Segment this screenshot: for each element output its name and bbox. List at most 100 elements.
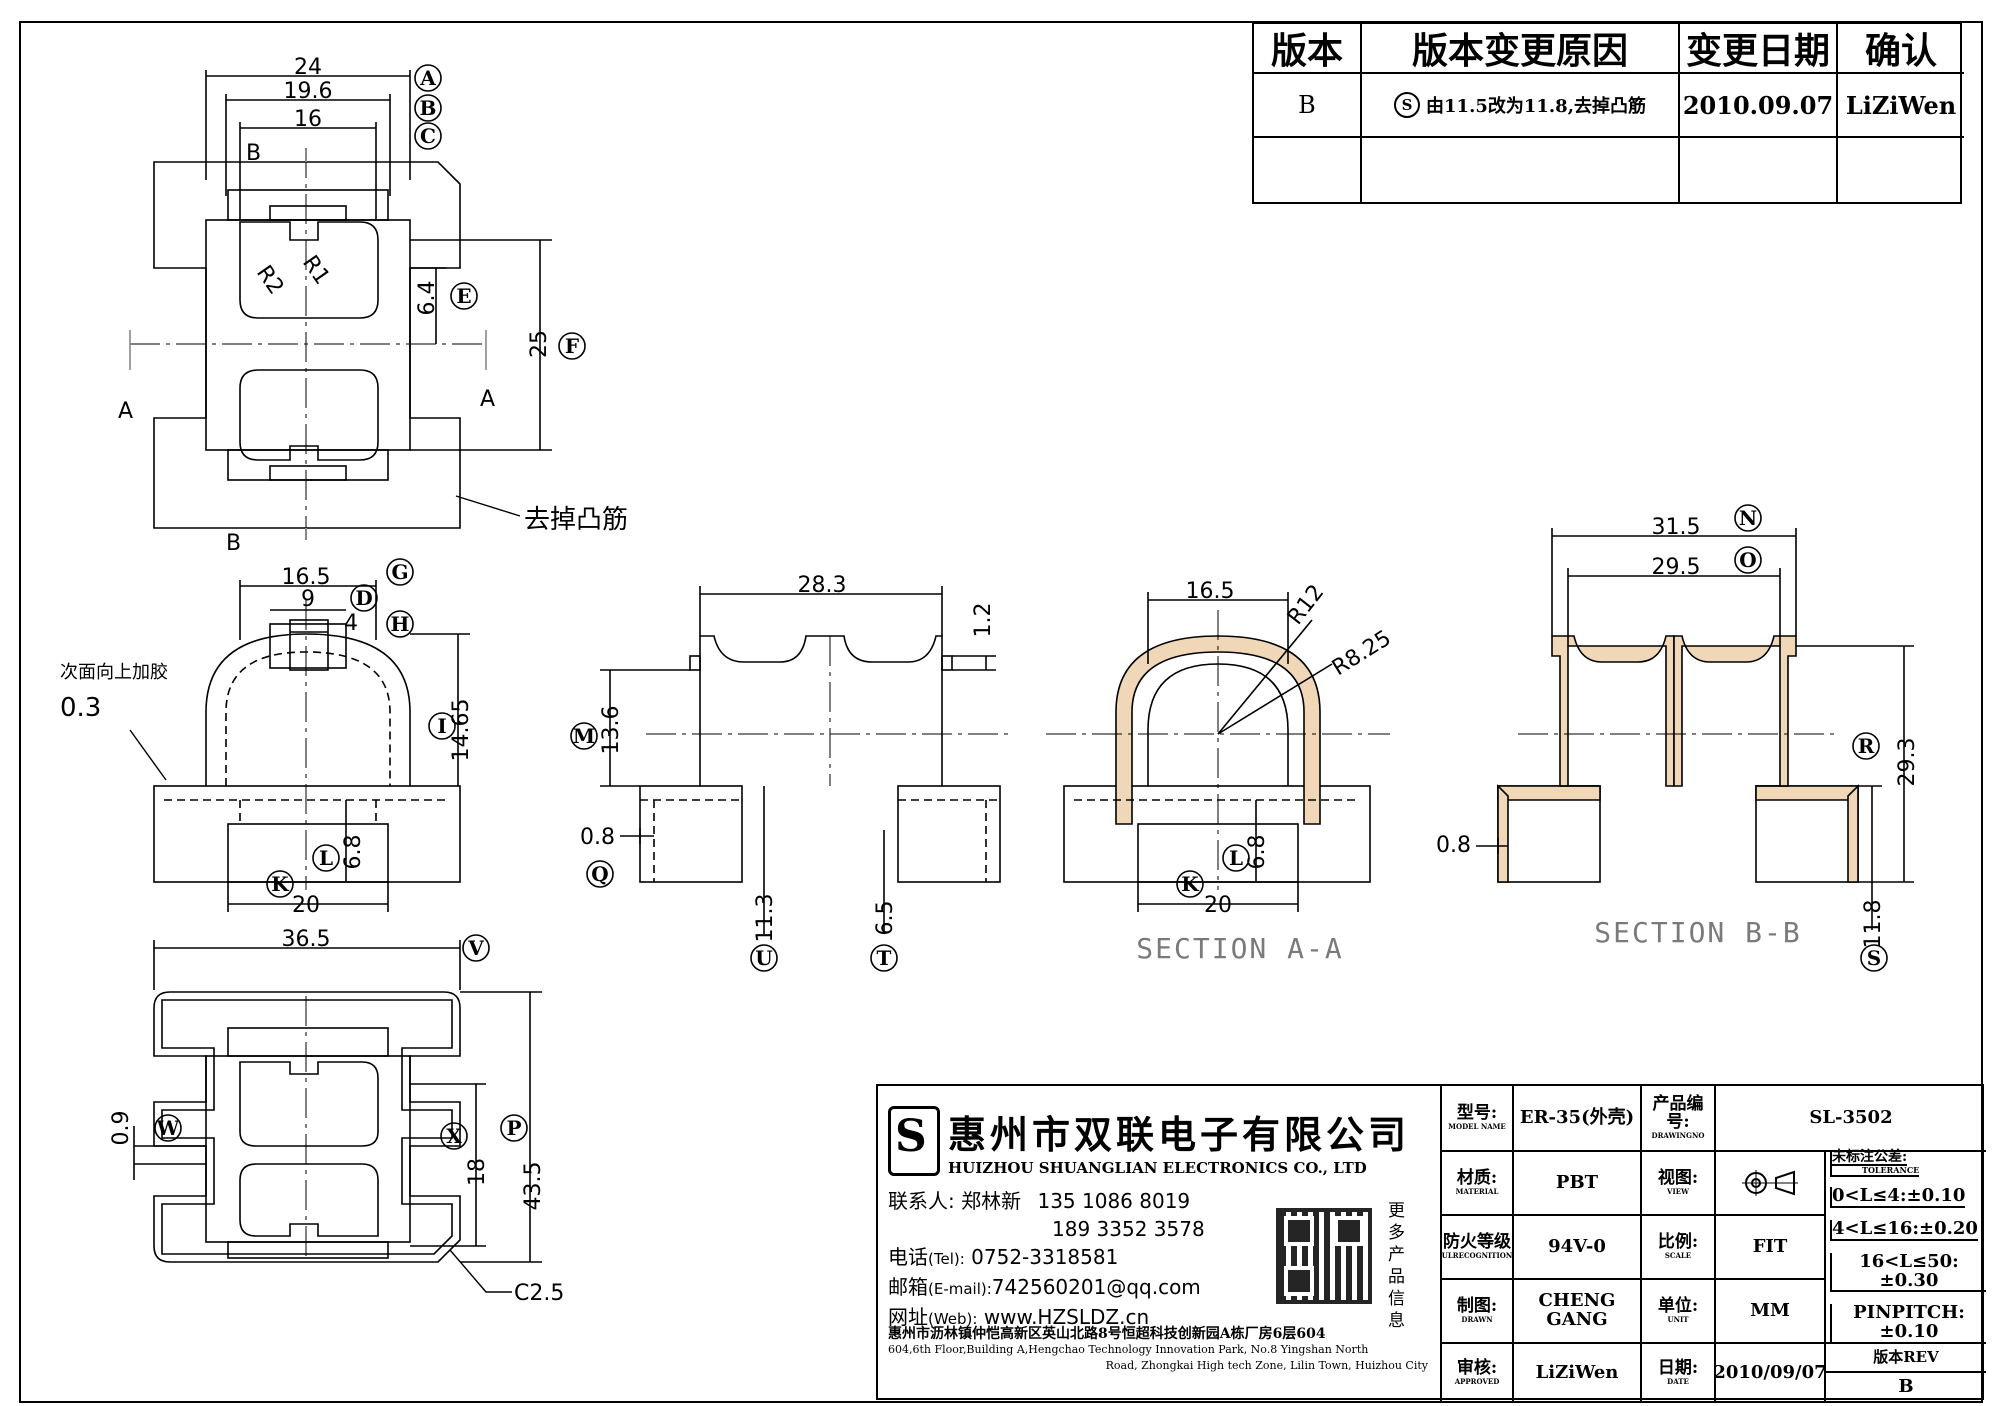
dim-0-9: 0.9 bbox=[109, 1111, 134, 1146]
svg-text:I: I bbox=[437, 714, 446, 738]
dim-r12: R12 bbox=[1283, 580, 1329, 629]
address-en-1: 604,6th Floor,Building A,Hengchao Techno… bbox=[888, 1343, 1369, 1356]
section-aa-view bbox=[1046, 592, 1390, 912]
rev-empty-cell bbox=[1838, 138, 1964, 202]
reason-marker: S bbox=[1394, 92, 1421, 118]
web-url[interactable]: www.HZSLDZ.cn bbox=[983, 1305, 1150, 1329]
address-en-2: Road, Zhongkai High tech Zone, Lilin Tow… bbox=[1105, 1359, 1428, 1372]
unit-label: 单位:UNIT bbox=[1640, 1280, 1714, 1344]
radius-r2: R2 bbox=[251, 261, 288, 299]
svg-text:D: D bbox=[355, 586, 372, 610]
rev-header-reason: 版本变更原因 bbox=[1362, 24, 1680, 74]
email-address[interactable]: 742560201@qq.com bbox=[991, 1275, 1201, 1299]
marker-x: X bbox=[440, 1122, 468, 1150]
address-block: 惠州市沥林镇仲恺高新区英山北路8号恒超科技创新园A栋厂房6层604 604,6t… bbox=[888, 1326, 1428, 1374]
dim-29-3: 29.3 bbox=[1895, 738, 1920, 787]
marker-s: S bbox=[1860, 944, 1888, 972]
marker-w: W bbox=[154, 1114, 182, 1142]
sheet-border bbox=[19, 21, 1983, 1403]
marker-e: E bbox=[450, 282, 478, 310]
drawn-value: CHENG GANG bbox=[1512, 1280, 1640, 1344]
svg-text:E: E bbox=[456, 284, 471, 308]
dim-1-2: 1.2 bbox=[971, 603, 996, 638]
dim-19-6: 19.6 bbox=[284, 79, 333, 104]
svg-text:L: L bbox=[319, 846, 333, 870]
dim-13-6: 13.6 bbox=[599, 706, 624, 755]
tolerance-2: 4<L≤16:±0.20 bbox=[1830, 1217, 1978, 1241]
svg-text:O: O bbox=[1739, 548, 1756, 572]
dim-0-8-side: 0.8 bbox=[580, 825, 615, 850]
rev-header-confirm: 确认 bbox=[1838, 24, 1964, 74]
reason-text: 由11.5改为11.8,去掉凸筋 bbox=[1426, 96, 1646, 117]
svg-text:K: K bbox=[1181, 872, 1199, 896]
section-aa-title: SECTION A-A bbox=[1136, 932, 1343, 965]
email-label: 邮箱 bbox=[888, 1275, 928, 1299]
dim-18: 18 bbox=[465, 1158, 490, 1186]
svg-text:G: G bbox=[391, 560, 408, 584]
marker-l-aa: L bbox=[1222, 844, 1250, 872]
contact-label: 联系人: bbox=[888, 1189, 955, 1213]
dim-11-8: 11.8 bbox=[1861, 900, 1886, 949]
dim-r8-25: R8.25 bbox=[1328, 626, 1396, 681]
marker-a: A bbox=[414, 64, 442, 92]
date-label: 日期:DATE bbox=[1640, 1344, 1714, 1402]
approved-label: 审核:APPROVED bbox=[1440, 1344, 1512, 1402]
phone-2: 189 3352 3578 bbox=[1052, 1217, 1205, 1241]
svg-text:S: S bbox=[1867, 946, 1881, 970]
front-view bbox=[129, 580, 470, 912]
address-cn: 惠州市沥林镇仲恺高新区英山北路8号恒超科技创新园A栋厂房6层604 bbox=[888, 1326, 1326, 1342]
marker-h: H bbox=[386, 610, 414, 638]
note-glue: 次面向上加胶 bbox=[60, 662, 168, 683]
revision-table: 版本 版本变更原因 变更日期 确认 B S 由11.5改为11.8,去掉凸筋 2… bbox=[1252, 22, 1964, 204]
phone-1: 135 1086 8019 bbox=[1037, 1189, 1191, 1213]
company-logo: S bbox=[888, 1105, 940, 1176]
material-label: 材质:MATERIAL bbox=[1440, 1152, 1512, 1216]
marker-n: N bbox=[1734, 504, 1762, 532]
rev-empty-cell bbox=[1680, 138, 1838, 202]
tolerance-3: 16<L≤50:±0.30 bbox=[1830, 1252, 1986, 1293]
rev-label: 版本REV bbox=[1826, 1344, 1986, 1373]
rev-empty-cell bbox=[1362, 138, 1680, 202]
date-value: 2010/09/07 bbox=[1713, 1344, 1827, 1402]
section-mark-a-left: A bbox=[118, 399, 133, 424]
marker-q: Q bbox=[586, 860, 614, 888]
scale-value: FIT bbox=[1714, 1216, 1824, 1280]
svg-text:L: L bbox=[1229, 846, 1243, 870]
dim-11-3: 11.3 bbox=[753, 894, 778, 943]
title-block: S 惠州市双联电子有限公司 HUIZHOU SHUANGLIAN ELECTRO… bbox=[876, 1084, 1986, 1402]
dim-24: 24 bbox=[294, 55, 322, 80]
dim-20-aa: 20 bbox=[1204, 893, 1232, 918]
svg-text:A: A bbox=[419, 66, 436, 90]
dim-c2-5: C2.5 bbox=[514, 1281, 564, 1306]
dim-29-5: 29.5 bbox=[1652, 555, 1701, 580]
flame-value: 94V-0 bbox=[1512, 1216, 1640, 1280]
rev-cell-date: 2010.09.07 bbox=[1680, 74, 1838, 138]
tolerance-1: 0<L≤4:±0.10 bbox=[1830, 1184, 1966, 1208]
unit-value: MM bbox=[1714, 1280, 1824, 1344]
marker-b: B bbox=[414, 94, 442, 122]
model-label: 型号:MODEL NAME bbox=[1440, 1086, 1512, 1152]
rev-box: 版本REV B bbox=[1824, 1344, 1986, 1402]
svg-text:F: F bbox=[565, 334, 579, 358]
svg-text:W: W bbox=[156, 1116, 180, 1140]
rev-value: B bbox=[1898, 1376, 1914, 1398]
rev-empty-cell bbox=[1254, 138, 1362, 202]
marker-d: D bbox=[350, 584, 378, 612]
marker-v: V bbox=[462, 934, 490, 962]
rev-header-version: 版本 bbox=[1254, 24, 1362, 74]
dim-36-5: 36.5 bbox=[282, 927, 331, 952]
projection-symbol-icon bbox=[1714, 1152, 1824, 1216]
tolerance-box: 未标注公差: TOLERANCE 0<L≤4:±0.10 4<L≤16:±0.2… bbox=[1824, 1150, 1986, 1345]
svg-text:K: K bbox=[271, 872, 289, 896]
model-value: ER-35(外壳) bbox=[1512, 1086, 1640, 1152]
note-glue-value: 0.3 bbox=[60, 693, 101, 723]
company-name-cn: 惠州市双联电子有限公司 bbox=[948, 1113, 1411, 1157]
dim-20-front: 20 bbox=[292, 893, 320, 918]
dim-31-5: 31.5 bbox=[1652, 515, 1701, 540]
section-mark-b-top: B bbox=[246, 141, 261, 166]
view-label: 视图:VIEW bbox=[1640, 1152, 1714, 1216]
tolerance-4: PINPITCH:±0.10 bbox=[1830, 1304, 1986, 1345]
web-label: 网址 bbox=[888, 1305, 928, 1329]
